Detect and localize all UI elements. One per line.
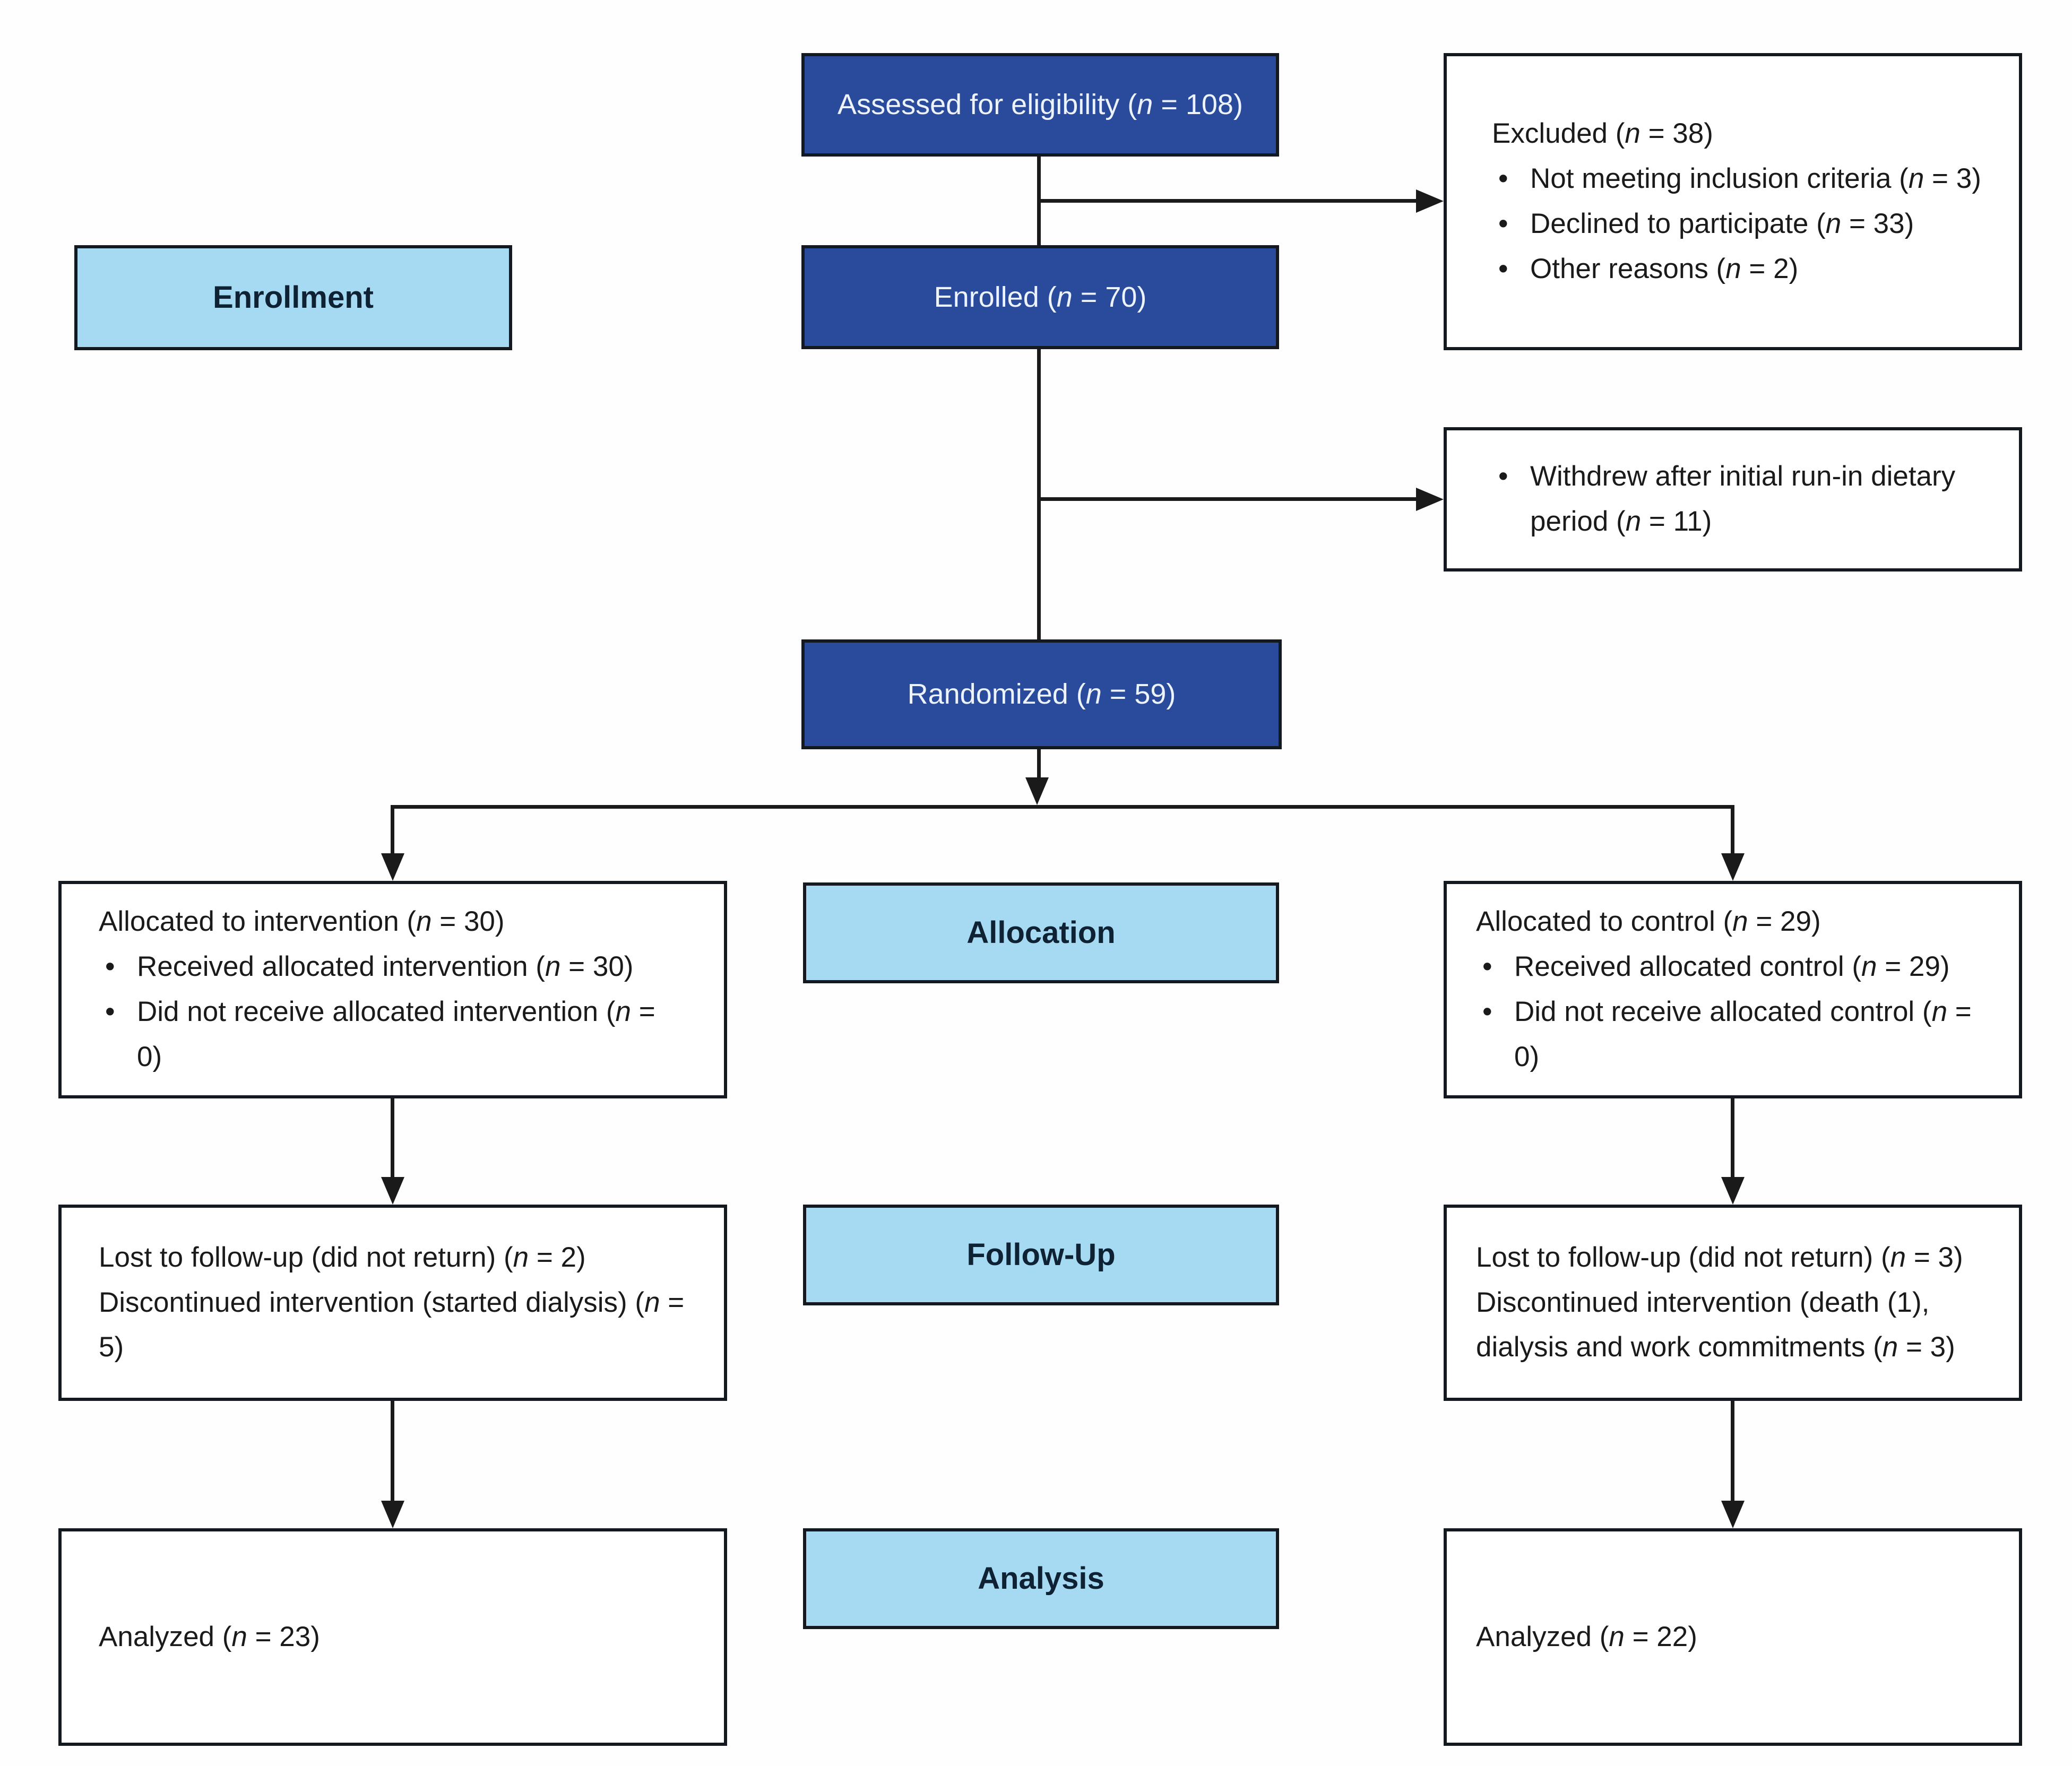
randomized-box: Randomized (n = 59) bbox=[801, 639, 1282, 749]
connector-split-to-control bbox=[1731, 809, 1734, 854]
connector-branch-to-withdrew bbox=[1037, 497, 1417, 501]
followup-control-line: Lost to follow-up (did not return) (n = … bbox=[1476, 1241, 1963, 1273]
allocated-intervention-box: Allocated to intervention (n = 30) Recei… bbox=[58, 881, 727, 1098]
analysis-stage-box: Analysis bbox=[803, 1528, 1279, 1629]
followup-intervention-line: Lost to follow-up (did not return) (n = … bbox=[99, 1241, 586, 1273]
arrowhead-into-withdrew bbox=[1416, 488, 1444, 511]
withdrew-list: Withdrew after initial run-in dietary pe… bbox=[1492, 454, 1990, 544]
connector-split-horizontal bbox=[391, 805, 1734, 809]
arrowhead-into-followup-control bbox=[1721, 1177, 1745, 1205]
arrowhead-into-split bbox=[1025, 777, 1049, 805]
allocated-intervention-title: Allocated to intervention (n = 30) bbox=[99, 906, 505, 938]
analyzed-control-box: Analyzed (n = 22) bbox=[1444, 1528, 2022, 1746]
arrowhead-into-followup-intervention bbox=[381, 1177, 404, 1205]
excluded-item: Declined to participate (n = 33) bbox=[1492, 202, 1987, 247]
analyzed-intervention-text: Analyzed (n = 23) bbox=[99, 1621, 320, 1652]
connector-branch-to-excluded bbox=[1037, 199, 1417, 203]
connector-split-to-intervention bbox=[391, 809, 394, 854]
assessed-text: Assessed for eligibility (n = 108) bbox=[838, 89, 1243, 121]
arrowhead-into-intervention bbox=[381, 853, 404, 881]
followup-intervention-box: Lost to follow-up (did not return) (n = … bbox=[58, 1205, 727, 1401]
analysis-stage-label: Analysis bbox=[978, 1561, 1104, 1596]
allocated-intervention-item: Did not receive allocated intervention (… bbox=[99, 990, 687, 1080]
connector-followup-to-analyzed-control bbox=[1731, 1401, 1734, 1503]
allocated-control-box: Allocated to control (n = 29) Received a… bbox=[1444, 881, 2022, 1098]
enrolled-text: Enrolled (n = 70) bbox=[934, 281, 1147, 313]
allocated-control-list: Received allocated control (n = 29) Did … bbox=[1476, 945, 1990, 1079]
followup-stage-label: Follow-Up bbox=[966, 1237, 1116, 1272]
followup-stage-box: Follow-Up bbox=[803, 1205, 1279, 1305]
connector-intervention-to-followup bbox=[391, 1098, 394, 1178]
connector-followup-to-analyzed-intervention bbox=[391, 1401, 394, 1503]
analyzed-intervention-box: Analyzed (n = 23) bbox=[58, 1528, 727, 1746]
connector-randomized-to-split bbox=[1037, 749, 1041, 779]
allocated-control-item: Received allocated control (n = 29) bbox=[1476, 945, 1990, 990]
allocated-intervention-item: Received allocated intervention (n = 30) bbox=[99, 945, 687, 990]
enrollment-stage-label: Enrollment bbox=[213, 280, 374, 315]
enrollment-stage-box: Enrollment bbox=[74, 245, 512, 350]
assessed-box: Assessed for eligibility (n = 108) bbox=[801, 53, 1279, 157]
enrolled-box: Enrolled (n = 70) bbox=[801, 245, 1279, 349]
randomized-text: Randomized (n = 59) bbox=[907, 678, 1176, 711]
allocated-control-title: Allocated to control (n = 29) bbox=[1476, 906, 1821, 938]
followup-control-line: Discontinued intervention (death (1), di… bbox=[1476, 1286, 1955, 1363]
excluded-box: Excluded (n = 38) Not meeting inclusion … bbox=[1444, 53, 2022, 350]
followup-intervention-line: Discontinued intervention (started dialy… bbox=[99, 1286, 685, 1363]
excluded-title: Excluded (n = 38) bbox=[1492, 118, 1713, 150]
arrowhead-into-control bbox=[1721, 853, 1745, 881]
excluded-item: Not meeting inclusion criteria (n = 3) bbox=[1492, 157, 1987, 202]
allocation-stage-label: Allocation bbox=[966, 915, 1116, 950]
excluded-item: Other reasons (n = 2) bbox=[1492, 247, 1987, 292]
connector-enrolled-to-randomized bbox=[1037, 349, 1041, 639]
allocated-intervention-list: Received allocated intervention (n = 30)… bbox=[99, 945, 687, 1079]
allocation-stage-box: Allocation bbox=[803, 882, 1279, 983]
arrowhead-into-analyzed-intervention bbox=[381, 1501, 404, 1528]
analyzed-control-text: Analyzed (n = 22) bbox=[1476, 1621, 1697, 1652]
connector-control-to-followup bbox=[1731, 1098, 1734, 1178]
arrowhead-into-excluded bbox=[1416, 189, 1444, 213]
arrowhead-into-analyzed-control bbox=[1721, 1501, 1745, 1528]
withdrew-box: Withdrew after initial run-in dietary pe… bbox=[1444, 427, 2022, 572]
excluded-list: Not meeting inclusion criteria (n = 3) D… bbox=[1492, 157, 1987, 291]
withdrew-item: Withdrew after initial run-in dietary pe… bbox=[1492, 454, 1990, 544]
allocated-control-item: Did not receive allocated control (n = 0… bbox=[1476, 990, 1990, 1080]
followup-control-box: Lost to follow-up (did not return) (n = … bbox=[1444, 1205, 2022, 1401]
